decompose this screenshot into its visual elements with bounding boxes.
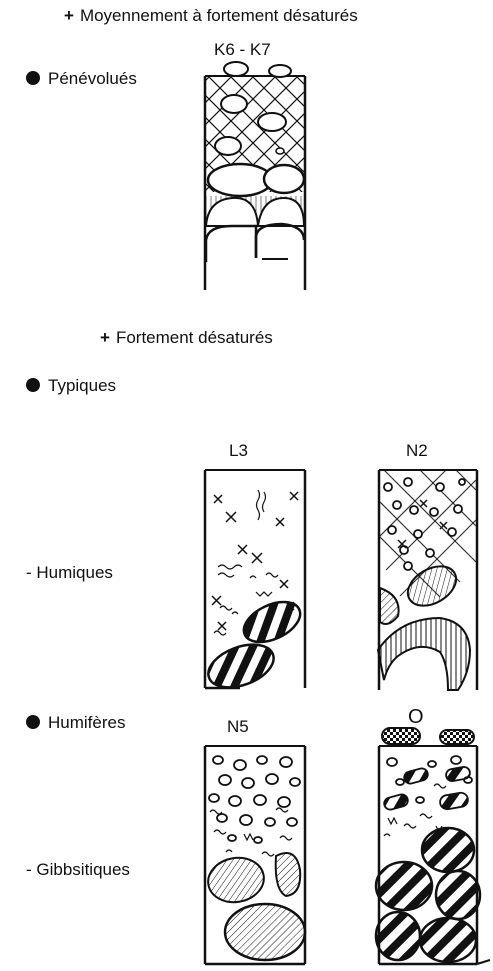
profile-o <box>376 728 490 964</box>
profile-l3 <box>203 470 307 695</box>
profile-n5 <box>205 746 305 964</box>
k6k7-top-nodule <box>224 62 248 76</box>
profile-k6k7 <box>205 62 305 290</box>
profile-n2 <box>378 470 477 690</box>
k6k7-top-nodule <box>269 65 291 77</box>
